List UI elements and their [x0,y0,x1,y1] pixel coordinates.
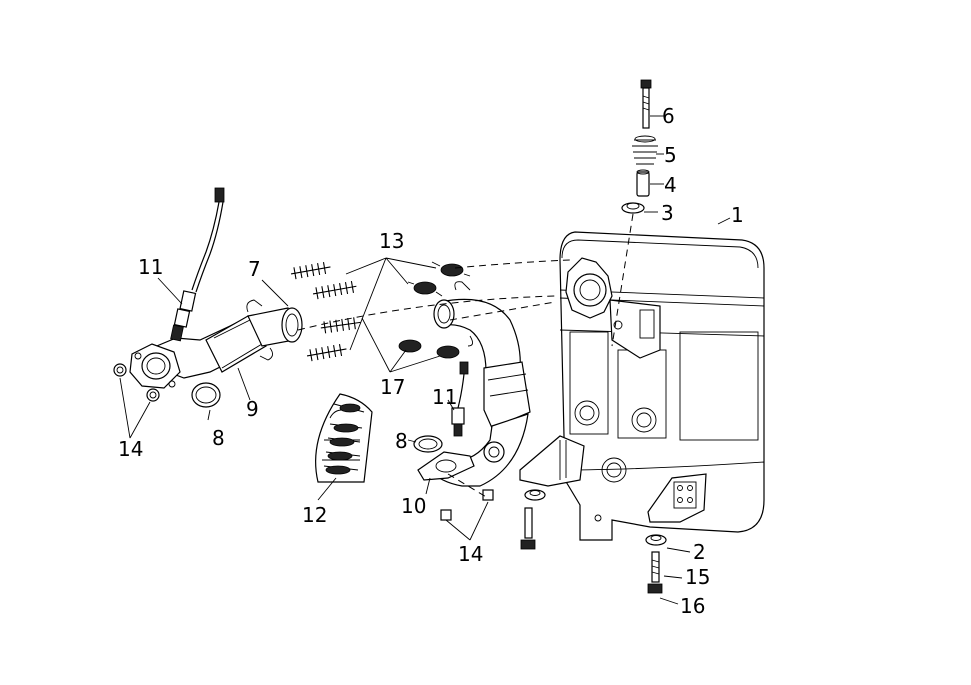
springs-left [290,262,361,362]
heat-shield [315,393,373,483]
callout-9: 9 [246,397,259,421]
callout-5: 5 [664,143,677,167]
callout-10: 10 [401,494,426,518]
lower-mount-hardware [520,489,667,594]
oxygen-sensor-left [170,187,225,342]
callout-3: 3 [661,201,674,225]
heat-shield-springs [323,403,365,475]
callout-2: 2 [693,540,706,564]
gasket-left [191,382,221,408]
leader-lines [119,115,731,605]
assembly-dashed-lines [297,259,571,499]
callout-13: 13 [379,229,404,253]
callout-1: 1 [731,203,744,227]
nuts-left [113,363,160,402]
callout-15: 15 [685,565,710,589]
callout-labels: 1 2 3 4 5 6 7 8 8 9 10 11 11 12 13 14 14… [118,104,744,618]
nuts-mid [440,489,494,521]
front-pipe-catalyst [129,299,303,389]
gasket-mid [413,435,443,453]
callout-17: 17 [380,375,405,399]
callout-11-left: 11 [138,255,163,279]
callout-14-left: 14 [118,437,143,461]
callout-7: 7 [248,257,261,281]
mid-pipe-catalyst [417,281,531,487]
upper-mount-hardware [611,79,658,347]
callout-8-left: 8 [212,426,225,450]
callout-4: 4 [664,173,677,197]
callout-14-mid: 14 [458,542,483,566]
callout-11-mid: 11 [432,385,457,409]
callout-6: 6 [662,104,675,128]
callout-8-mid: 8 [395,429,408,453]
callout-16: 16 [680,594,705,618]
callout-12: 12 [302,503,327,527]
oxygen-sensor-mid [451,361,469,437]
springs-right [398,261,471,359]
muffler-body [519,231,765,541]
